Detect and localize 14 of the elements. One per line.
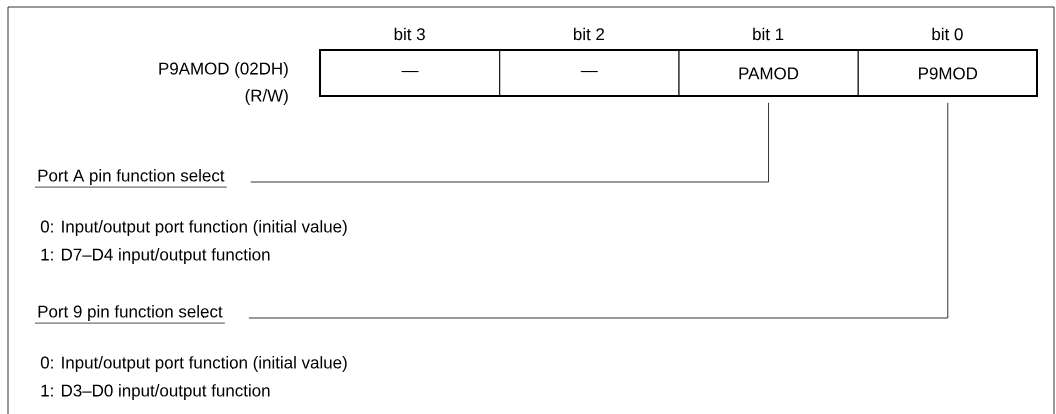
option-text: 0: Input/output port function (initial value) — [40, 220, 347, 236]
register-label: P9AMOD (02DH) — [159, 62, 288, 78]
register-label: (R/W) — [245, 89, 288, 105]
option-text: 0: Input/output port function (initial value) — [40, 356, 347, 372]
register-cell: P9MOD — [857, 50, 1038, 97]
leader-line — [248, 102, 949, 319]
register-cell: — — [499, 50, 680, 97]
section-heading: Port 9 pin function select — [34, 305, 226, 324]
option-text: 1: D7–D4 input/output function — [41, 248, 270, 264]
section-heading: Port A pin function select — [34, 169, 228, 188]
option-text: 1: D3–D0 input/output function — [41, 384, 270, 400]
register-cell: PAMOD — [678, 50, 859, 97]
leader-line — [250, 102, 769, 183]
node-label: — — [401, 70, 419, 73]
